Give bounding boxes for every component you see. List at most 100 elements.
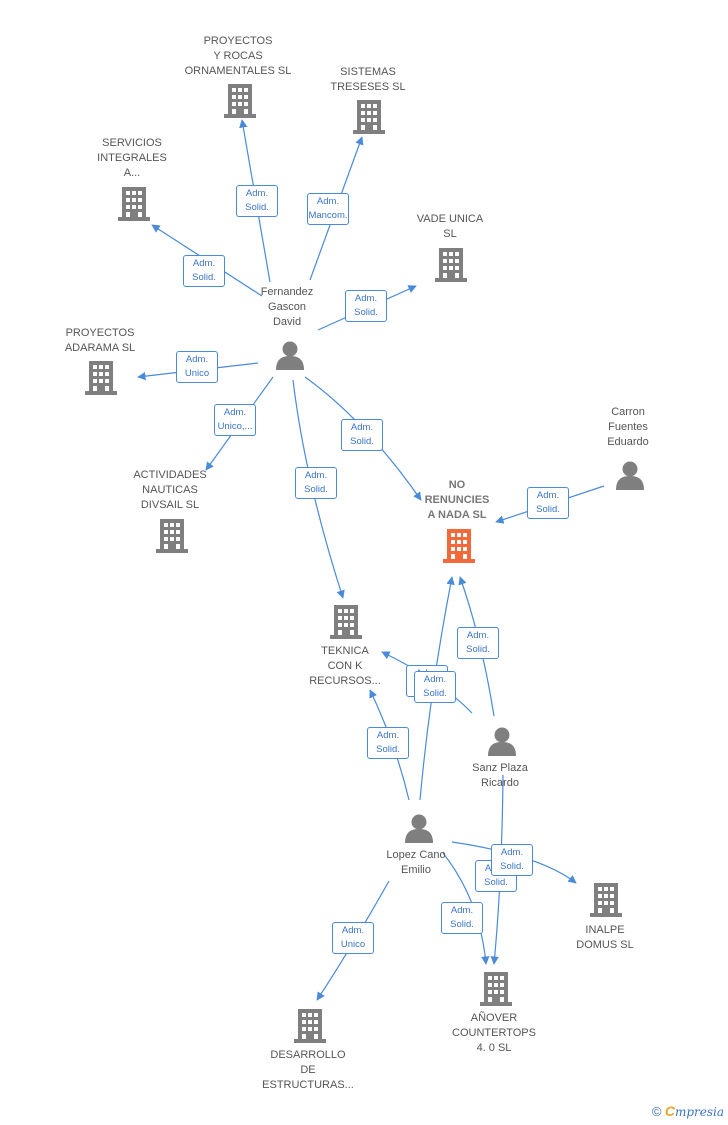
edge-role-line: Solid. <box>192 272 216 283</box>
node-label-anover[interactable]: AÑOVER COUNTERTOPS 4. 0 SL <box>452 1011 536 1056</box>
node-label-line: Y ROCAS <box>213 50 263 62</box>
node-label-line: DOMUS SL <box>576 939 634 951</box>
node-label-line: PROYECTOS <box>203 35 273 47</box>
node-label-vade-unica[interactable]: VADE UNICA SL <box>417 212 483 242</box>
node-label-line: Carron <box>611 406 645 418</box>
node-label-line: SERVICIOS <box>102 137 162 149</box>
edge-role-line: Adm. <box>354 293 378 304</box>
inalpe-domus-building-icon[interactable] <box>590 883 622 917</box>
edge-role-label[interactable]: Adm.Solid. <box>183 255 225 287</box>
node-label-line: Fuentes <box>608 421 648 433</box>
edge-role-line: Solid. <box>245 202 269 213</box>
node-label-line: A NADA SL <box>427 509 487 521</box>
node-label-line: Emilio <box>401 864 431 876</box>
edge-role-line: Adm. <box>223 407 247 418</box>
servicios-integrales-building-icon[interactable] <box>118 187 150 221</box>
node-label-desarrollo[interactable]: DESARROLLO DE ESTRUCTURAS... <box>262 1048 354 1093</box>
carron-fuentes-person-icon[interactable] <box>616 461 644 491</box>
edge-role-line: Adm. <box>500 847 524 858</box>
node-label-line: DIVSAIL SL <box>140 499 200 511</box>
anover-building-icon[interactable] <box>480 972 512 1006</box>
edge-role-label[interactable]: Adm.Solid. <box>491 844 533 876</box>
node-label-line: SISTEMAS <box>340 66 396 78</box>
edge-role-line: Unico <box>184 368 210 379</box>
edge-role-label[interactable]: Adm.Solid. <box>341 419 383 451</box>
actividades-nauticas-building-icon[interactable] <box>156 519 188 553</box>
sanz-plaza-person-icon[interactable] <box>488 727 516 757</box>
node-label-line: TRESESES SL <box>330 81 406 93</box>
sistemas-treseses-building-icon[interactable] <box>353 100 385 134</box>
fernandez-gascon-person-icon[interactable] <box>276 341 304 371</box>
edge-role-line: Adm. <box>316 196 340 207</box>
edge-role-label[interactable]: Adm. Unico <box>176 351 218 383</box>
node-label-line: AÑOVER <box>470 1012 518 1024</box>
edge-role-label[interactable]: Adm. Solid. <box>236 185 278 217</box>
node-label-line: INTEGRALES <box>97 152 167 164</box>
edge-role-label[interactable]: Adm. Solid. <box>345 290 387 322</box>
node-label-line: COUNTERTOPS <box>452 1027 536 1039</box>
edge-role-label[interactable]: Adm. Unico,... <box>214 404 256 436</box>
brand-logo-text: mpresia <box>674 1105 724 1119</box>
node-label-line: TEKNICA <box>321 645 369 657</box>
edge-role-line: Adm. <box>245 188 269 199</box>
desarrollo-building-icon[interactable] <box>294 1009 326 1043</box>
edge-role-label[interactable]: Adm.Solid. <box>441 902 483 934</box>
node-label-line: RECURSOS... <box>309 675 381 687</box>
no-renuncies-building-icon[interactable] <box>443 529 475 563</box>
node-label-line: RENUNCIES <box>424 494 490 506</box>
node-label-line: ESTRUCTURAS... <box>262 1079 354 1091</box>
edge-role-label[interactable]: Adm.Solid. <box>457 627 499 659</box>
node-label-line: ORNAMENTALES SL <box>184 65 292 77</box>
edge-role-line: Adm. <box>304 470 328 481</box>
node-label-actividades-nauticas[interactable]: ACTIVIDADES NAUTICAS DIVSAIL SL <box>133 468 206 513</box>
edge-role-label[interactable]: Adm.Mancom. <box>307 193 349 225</box>
edge-role-line: Solid. <box>350 436 374 447</box>
node-label-line: SL <box>443 228 457 240</box>
node-label-line: Ricardo <box>481 777 519 789</box>
node-label-line: ADARAMA SL <box>64 342 136 354</box>
edge-role-label[interactable]: Adm.Solid. <box>527 487 569 519</box>
node-label-line: ACTIVIDADES <box>133 469 207 481</box>
edge-role-label[interactable]: Adm. Unico <box>332 922 374 954</box>
node-label-line: 4. 0 SL <box>476 1042 512 1054</box>
node-label-line: Fernandez <box>260 286 314 298</box>
lopez-cano-person-icon[interactable] <box>405 814 433 844</box>
node-label-line: Gascon <box>268 301 306 313</box>
edge-role-label[interactable]: Adm.Solid. <box>367 727 409 759</box>
node-label-line: David <box>272 316 302 328</box>
edge-role-line: Solid. <box>484 877 508 888</box>
copyright-icon: © <box>651 1104 662 1119</box>
edge-role-label[interactable]: Adm.Solid. <box>295 467 337 499</box>
proyectos-rocas-building-icon[interactable] <box>224 84 256 118</box>
node-label-sistemas-treseses[interactable]: SISTEMAS TRESESES SL <box>330 65 405 95</box>
teknica-building-icon[interactable] <box>330 605 362 639</box>
vade-unica-building-icon[interactable] <box>435 248 467 282</box>
edge-role-line: Unico <box>340 939 366 950</box>
proyectos-adarama-building-icon[interactable] <box>85 361 117 395</box>
edge-role-line: Adm. <box>341 925 365 936</box>
node-label-proyectos-rocas[interactable]: PROYECTOS Y ROCAS ORNAMENTALES SL <box>185 34 292 79</box>
edge-role-line: Unico,... <box>217 421 253 432</box>
brand-logo-initial: C <box>664 1103 675 1119</box>
node-label-line: NAUTICAS <box>142 484 198 496</box>
node-label-line: CON K <box>327 660 363 672</box>
edge-role-line: Solid. <box>536 504 560 515</box>
node-label-line: DE <box>300 1064 316 1076</box>
node-label-teknica[interactable]: TEKNICA CON K RECURSOS... <box>309 644 381 689</box>
node-label-servicios-integrales[interactable]: SERVICIOS INTEGRALES A... <box>97 136 167 181</box>
node-label-line: A... <box>123 167 141 179</box>
node-label-line: DESARROLLO <box>270 1049 346 1061</box>
footer-credit: © Cmpresia <box>652 1103 724 1119</box>
edge-role-line: Solid. <box>354 307 378 318</box>
edge-role-line: Adm. <box>185 354 209 365</box>
edge-role-label[interactable]: Adm.Solid. <box>414 671 456 703</box>
edge-role-line: Solid. <box>423 688 447 699</box>
node-label-line: VADE UNICA <box>416 213 484 225</box>
